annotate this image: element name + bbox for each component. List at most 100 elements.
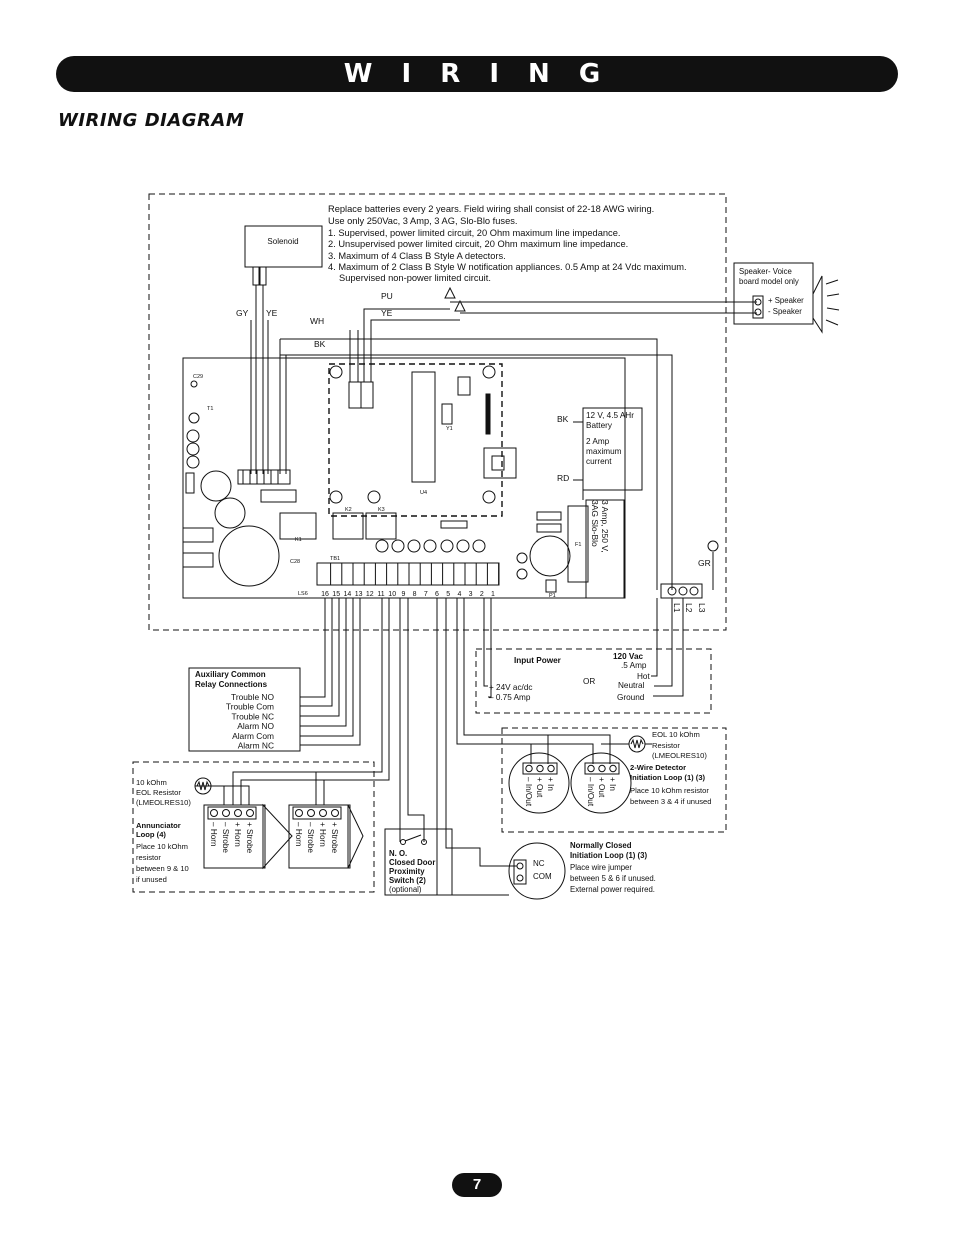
nc-loop-title2: Initiation Loop (1) (3) — [570, 851, 647, 860]
terminal-number: 3 — [469, 591, 473, 598]
battery-line5: current — [586, 457, 612, 466]
appliance-terminal-label: – Horn — [209, 822, 218, 847]
appliance-terminal-screw — [234, 809, 242, 817]
detector-terminal-label: – In/Out — [586, 777, 595, 807]
wire-label-bk: BK — [314, 339, 326, 349]
terminal-block-tb1 — [316, 562, 500, 586]
input-power-neutral: Neutral — [618, 681, 645, 690]
input-power-vac-amp: .5 Amp — [621, 661, 647, 670]
input-power-vac: 120 Vac — [613, 652, 643, 661]
relay-title2: Relay Connections — [195, 680, 268, 689]
note-line: 1. Supervised, power limited circuit, 20… — [328, 228, 620, 238]
detector-terminal-strip — [522, 762, 558, 775]
appliance-terminal-screw — [295, 809, 303, 817]
speaker-icon — [812, 275, 840, 334]
appliance-terminal-strip — [207, 806, 257, 820]
wire-label-ye2: YE — [381, 308, 393, 318]
proximity-line2: Closed Door — [389, 858, 435, 867]
terminal-number: 11 — [377, 591, 384, 598]
annunciator-eol2: EOL Resistor — [136, 788, 181, 797]
wire-label-gy: GY — [236, 308, 249, 318]
input-power-box — [475, 648, 712, 714]
input-power-hot: Hot — [637, 672, 650, 681]
note-line: 3. Maximum of 4 Class B Style A detector… — [328, 251, 506, 261]
detector-terminal-screw — [525, 764, 533, 773]
notes-block: Replace batteries every 2 years. Field w… — [328, 204, 687, 283]
solenoid-box — [244, 225, 323, 268]
terminal-number: 15 — [332, 591, 340, 598]
relay-item: Alarm NO — [237, 721, 274, 731]
appliance-terminal-label: + Strobe — [330, 822, 339, 854]
detector-eol1: EOL 10 kOhm — [652, 730, 700, 739]
silk-y1: Y1 — [446, 426, 453, 432]
detector-terminal-label: + Out — [597, 777, 606, 798]
terminal-number: 14 — [344, 591, 352, 598]
proximity-line5: (optional) — [389, 885, 422, 894]
note-line: 2. Unsupervised power limited circuit, 2… — [328, 239, 628, 249]
proximity-line1: N. O. — [389, 849, 407, 858]
proximity-switch-box — [384, 828, 453, 896]
speaker-minus-label: - Speaker — [768, 307, 802, 316]
detector-title2: Initiation Loop (1) (3) — [630, 773, 706, 782]
detector-terminal-strip — [584, 762, 620, 775]
annunciator-title1: Annunciator — [136, 821, 181, 830]
annunciator-loop-box — [132, 761, 375, 893]
note-line: 4. Maximum of 2 Class B Style W notifica… — [328, 262, 687, 272]
relay-item: Alarm NC — [238, 741, 274, 751]
appliance-terminal-label: + Horn — [233, 822, 242, 847]
appliance-terminal-strip — [292, 806, 342, 820]
relay-item: Trouble NO — [231, 692, 274, 702]
annunciator-note1: Place 10 kOhm — [136, 842, 188, 851]
terminal-number: 16 — [321, 591, 329, 598]
input-power-vdc: + 24V ac/dc — [489, 683, 532, 692]
control-board — [182, 357, 626, 599]
wire-label-ye: YE — [266, 308, 278, 318]
annunciator-note4: if unused — [136, 875, 167, 884]
speaker-plus-label: + Speaker — [768, 296, 804, 305]
silk-c28: C28 — [290, 559, 300, 565]
terminal-label-l1: L1 — [672, 603, 682, 613]
speaker-note-line1: Speaker- Voice — [739, 267, 792, 276]
detector-terminal-label: + In — [608, 777, 617, 791]
battery-line3: 2 Amp — [586, 437, 610, 446]
silk-t1: T1 — [207, 406, 213, 412]
terminal-number: 9 — [401, 591, 405, 598]
detector-terminal-screw — [547, 764, 555, 773]
proximity-line3: Proximity — [389, 867, 425, 876]
smoke-detector-1 — [508, 752, 570, 814]
silk-f1: F1 — [575, 542, 581, 548]
relay-item: Trouble NC — [231, 711, 274, 721]
appliance-terminal-label: – Horn — [294, 822, 303, 847]
appliance-terminal-screw — [210, 809, 218, 817]
page-number: 7 — [472, 1176, 482, 1193]
nc-label: NC — [533, 859, 545, 868]
relay-item: Alarm Com — [232, 731, 274, 741]
notification-appliance-2 — [288, 804, 364, 869]
annunciator-eol1: 10 kOhm — [136, 778, 167, 787]
proximity-line4: Switch (2) — [389, 876, 426, 885]
speaker-note-line2: board model only — [739, 277, 799, 286]
relay-connections-box — [188, 667, 301, 752]
detector-terminal-screw — [598, 764, 606, 773]
detector-eol2: Resistor — [652, 741, 680, 750]
input-power-ground: Ground — [617, 693, 645, 702]
appliance-terminal-label: – Strobe — [306, 822, 315, 853]
silk-k1: K1 — [295, 537, 302, 543]
detector-terminal-label: + In — [546, 777, 555, 791]
silk-k3: K3 — [378, 507, 385, 513]
terminal-number: 12 — [366, 591, 374, 598]
input-power-amp: – 0.75 Amp — [489, 693, 531, 702]
detector-note1: Place 10 kOhm resistor — [630, 786, 709, 795]
terminal-number: 8 — [413, 591, 417, 598]
detector-loop-box — [501, 727, 727, 833]
nc-loop-title1: Normally Closed — [570, 841, 632, 850]
nc-loop-note3: External power required. — [570, 885, 655, 894]
annunciator-title2: Loop (4) — [136, 830, 166, 839]
terminal-number: 5 — [446, 591, 450, 598]
silk-c29: C29 — [193, 374, 203, 380]
note-line: Supervised non-power limited circuit. — [339, 273, 491, 283]
detector-terminal-screw — [609, 764, 617, 773]
daughter-board — [328, 363, 503, 517]
annunciator-eol3: (LMEOLRES10) — [136, 798, 191, 807]
page-number-pill: 7 — [452, 1173, 502, 1197]
